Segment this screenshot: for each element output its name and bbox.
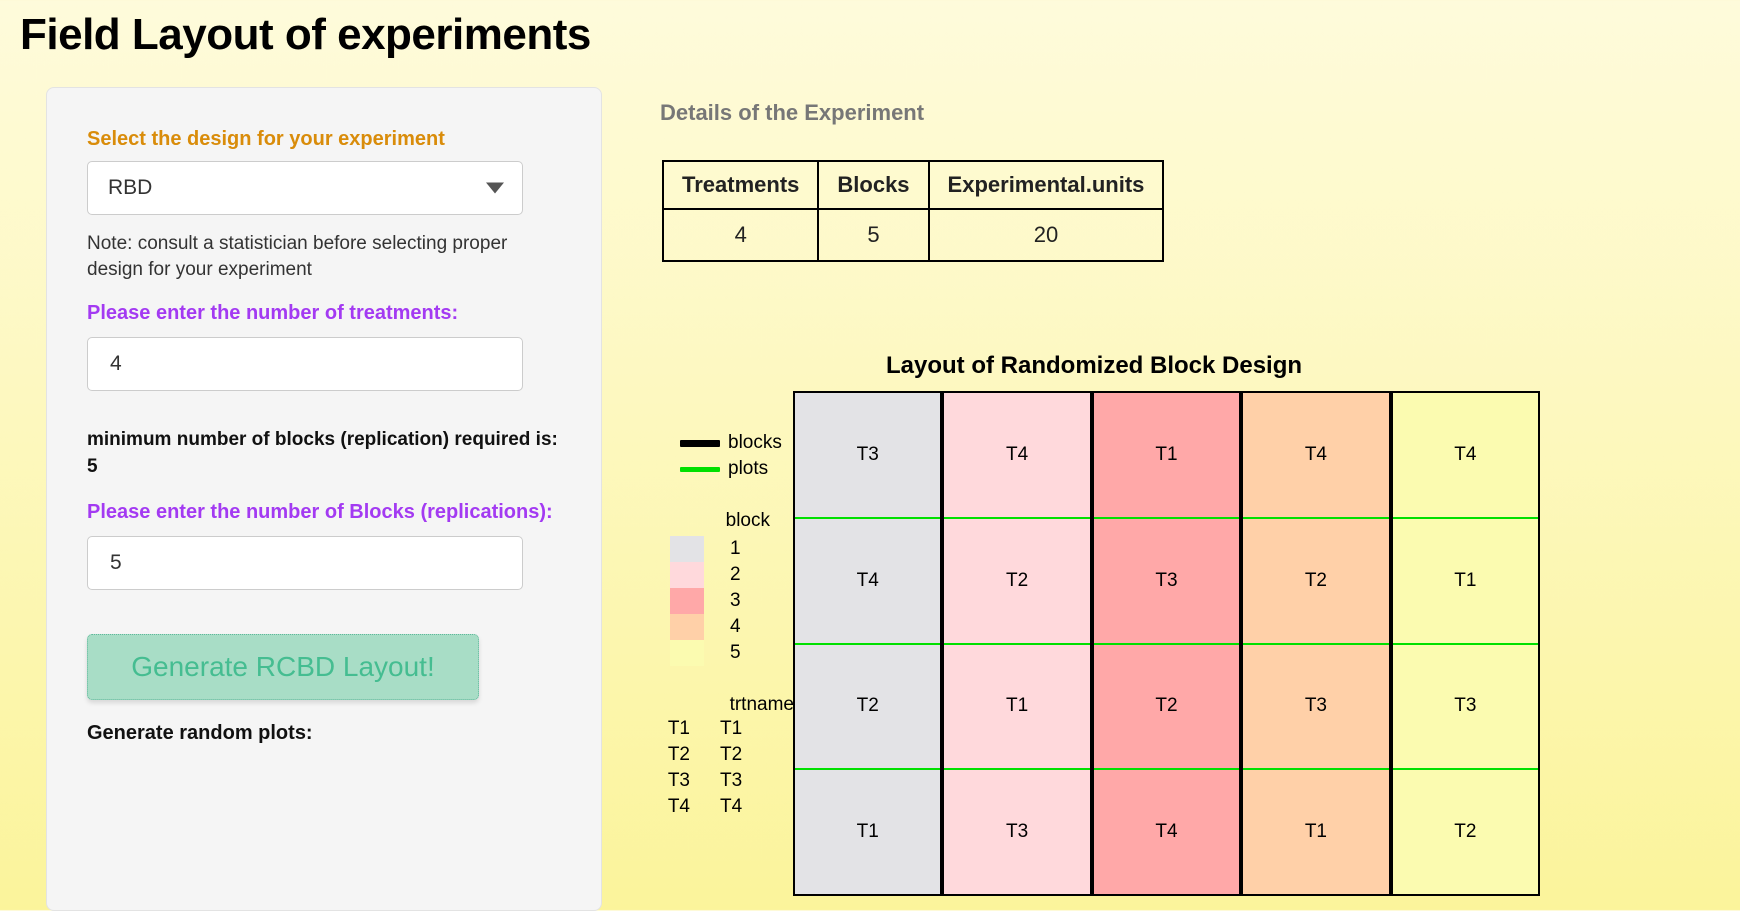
block-color-swatch bbox=[670, 614, 704, 640]
legend-entry-plots: plots bbox=[670, 456, 790, 482]
trt-legend-symbol: T2 bbox=[667, 744, 690, 765]
plot-cell: T1 bbox=[1243, 770, 1389, 894]
plot-cell: T3 bbox=[1392, 644, 1539, 771]
sidebar-panel: Select the design for your experiment RB… bbox=[46, 87, 602, 911]
block-legend: block 1 2 3 4 5 bbox=[670, 510, 798, 666]
block-legend-key: 3 bbox=[730, 590, 741, 611]
block-legend-item: 3 bbox=[670, 588, 798, 614]
trt-legend-key: T1 bbox=[720, 718, 743, 739]
blocks-label: Please enter the number of Blocks (repli… bbox=[87, 501, 553, 524]
trt-legend-symbol: T4 bbox=[667, 796, 690, 817]
table-header-row: Treatments Blocks Experimental.units bbox=[661, 160, 1165, 210]
design-note: Note: consult a statistician before sele… bbox=[87, 233, 508, 280]
block-legend-item: 5 bbox=[670, 640, 798, 666]
plot-cell: T2 bbox=[1093, 644, 1240, 771]
generate-rcbd-layout-button[interactable]: Generate RCBD Layout! bbox=[87, 634, 479, 701]
random-plots-label: Generate random plots: bbox=[87, 722, 313, 745]
plot-cell: T2 bbox=[944, 518, 1090, 645]
col-blocks: Blocks bbox=[817, 160, 930, 210]
trt-legend-key: T4 bbox=[720, 796, 743, 817]
col-treatments: Treatments bbox=[661, 160, 820, 210]
block-legend-item: 2 bbox=[670, 562, 798, 588]
legend-label-blocks: blocks bbox=[728, 432, 782, 453]
blocks-input[interactable]: 5 bbox=[87, 536, 523, 591]
line-legend: blocks plots bbox=[670, 430, 790, 482]
treatments-input[interactable]: 4 bbox=[87, 337, 523, 392]
design-select[interactable]: RBD bbox=[87, 161, 523, 215]
trt-legend-item: T1 T1 bbox=[660, 716, 800, 742]
page-title: Field Layout of experiments bbox=[20, 10, 591, 59]
cell-blocks: 5 bbox=[817, 208, 930, 262]
block-legend-title: block bbox=[725, 510, 770, 531]
plots-line-swatch bbox=[680, 466, 720, 472]
plot-cell: T1 bbox=[944, 644, 1090, 771]
chevron-down-icon[interactable] bbox=[486, 182, 504, 194]
plot-cell: T1 bbox=[1392, 518, 1539, 645]
legend-entry-blocks: blocks bbox=[670, 430, 790, 456]
block-color-swatch bbox=[670, 588, 704, 614]
plot-cell: T3 bbox=[1093, 518, 1240, 645]
block-legend-key: 1 bbox=[730, 538, 741, 559]
block-color-swatch bbox=[670, 562, 704, 588]
trt-legend-title: trtname bbox=[729, 694, 794, 715]
plot-cell: T3 bbox=[795, 393, 941, 519]
plot-cell: T1 bbox=[795, 770, 941, 894]
trt-legend-key: T3 bbox=[720, 770, 743, 791]
block-legend-item: 4 bbox=[670, 614, 798, 640]
block-legend-key: 2 bbox=[730, 564, 741, 585]
block-legend-item: 1 bbox=[670, 536, 798, 562]
trt-legend-item: T2 T2 bbox=[660, 742, 800, 768]
cell-experimental-units: 20 bbox=[927, 208, 1165, 262]
block-color-swatch bbox=[670, 640, 704, 666]
plot-cell: T2 bbox=[795, 644, 941, 771]
plot-title: Layout of Randomized Block Design bbox=[886, 352, 1303, 379]
plot-cell: T4 bbox=[1093, 770, 1240, 894]
trt-legend-key: T2 bbox=[720, 744, 743, 765]
min-blocks-text: minimum number of blocks (replication) r… bbox=[87, 429, 558, 478]
details-table: Treatments Blocks Experimental.units 4 5… bbox=[661, 160, 1165, 262]
plot-cell: T3 bbox=[1243, 644, 1389, 771]
blocks-line-swatch bbox=[680, 439, 720, 447]
design-select-value: RBD bbox=[108, 176, 153, 199]
plot-cell: T3 bbox=[944, 770, 1090, 894]
treatments-label: Please enter the number of treatments: bbox=[87, 302, 459, 325]
cell-treatments: 4 bbox=[661, 208, 820, 262]
plot-cell: T2 bbox=[1392, 770, 1539, 894]
block-legend-key: 4 bbox=[730, 616, 741, 637]
plot-cell: T1 bbox=[1093, 393, 1240, 519]
block-legend-key: 5 bbox=[730, 642, 741, 663]
design-select-label: Select the design for your experiment bbox=[87, 128, 445, 150]
plot-cell: T4 bbox=[795, 518, 941, 645]
trt-legend-item: T4 T4 bbox=[660, 794, 800, 820]
col-experimental-units: Experimental.units bbox=[927, 160, 1165, 210]
trt-legend-symbol: T3 bbox=[667, 770, 690, 791]
legend-label-plots: plots bbox=[728, 458, 769, 479]
table-row: 4 5 20 bbox=[661, 208, 1165, 262]
trt-legend-item: T3 T3 bbox=[660, 768, 800, 794]
block-color-swatch bbox=[670, 536, 704, 562]
details-heading: Details of the Experiment bbox=[660, 100, 925, 125]
block-legend-swatches: 1 2 3 4 5 bbox=[670, 536, 798, 666]
plot-cell: T2 bbox=[1243, 518, 1389, 645]
plot-cell: T4 bbox=[1243, 393, 1389, 519]
plot-cell: T4 bbox=[1392, 393, 1539, 519]
plot-cell: T4 bbox=[944, 393, 1090, 519]
trt-legend-symbol: T1 bbox=[667, 718, 690, 739]
